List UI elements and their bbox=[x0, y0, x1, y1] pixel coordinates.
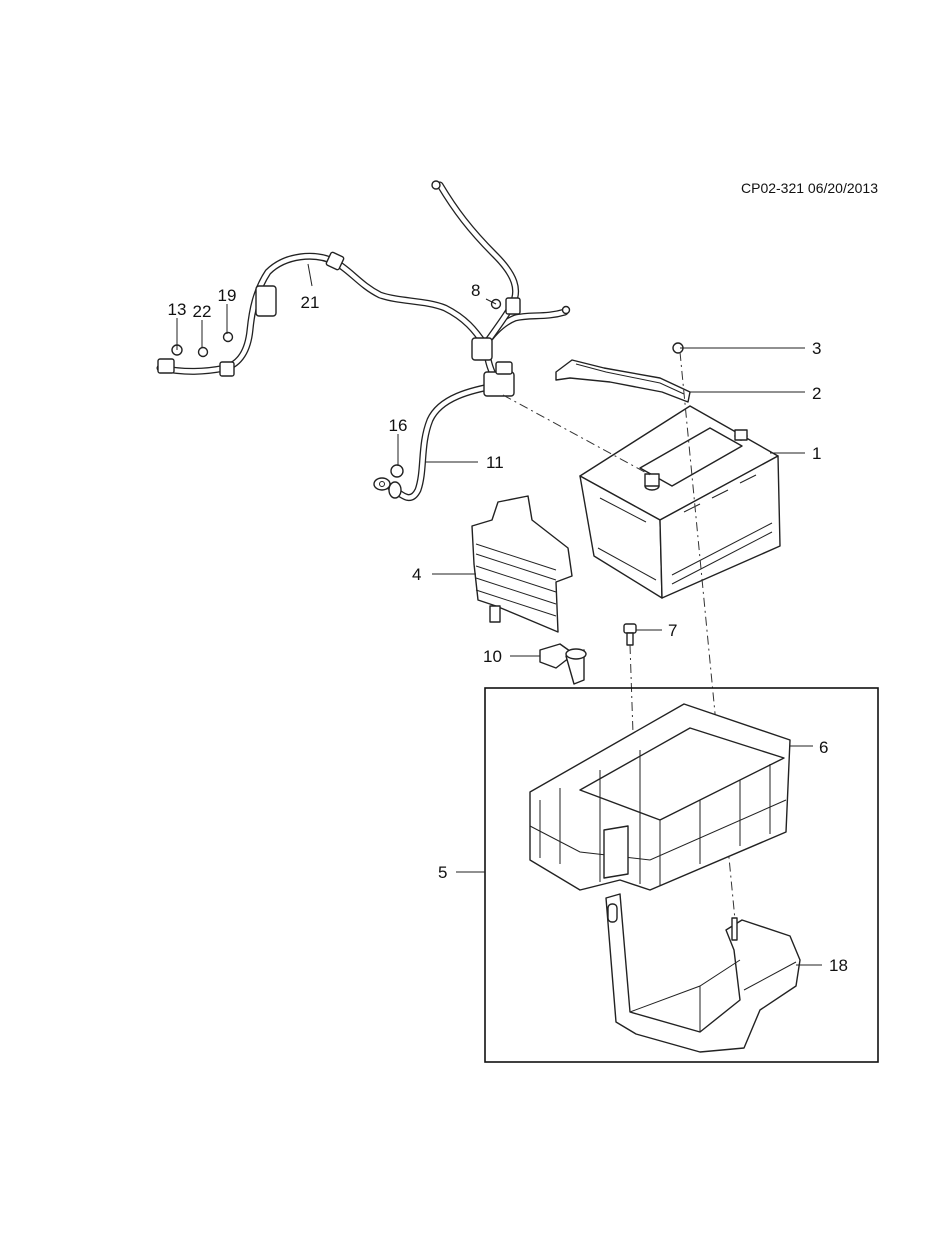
callout-5: 5 bbox=[438, 863, 447, 882]
part-7-bolt bbox=[623, 623, 637, 646]
part-19-clip bbox=[222, 331, 234, 343]
callout-11: 11 bbox=[486, 453, 504, 472]
part-4-heat-shield bbox=[471, 495, 573, 633]
callout-4: 4 bbox=[412, 565, 421, 584]
callout-1: 1 bbox=[812, 444, 821, 463]
callout-7: 7 bbox=[668, 621, 677, 640]
part-21-cable-harness bbox=[156, 180, 571, 386]
part-6-battery-tray bbox=[529, 703, 791, 891]
callout-10: 10 bbox=[483, 647, 502, 666]
part-22-clip bbox=[197, 346, 209, 358]
callout-6: 6 bbox=[819, 738, 828, 757]
leader-lines bbox=[176, 263, 822, 966]
assembly-line-cable bbox=[502, 394, 653, 477]
callout-19: 19 bbox=[218, 286, 237, 305]
part-2-hold-down-clamp bbox=[555, 359, 691, 403]
assembly-frame bbox=[484, 687, 879, 1063]
callout-18: 18 bbox=[829, 956, 848, 975]
callout-16: 16 bbox=[389, 416, 408, 435]
part-10-battery-sensor bbox=[539, 643, 587, 685]
callout-21: 21 bbox=[301, 293, 320, 312]
callout-2: 2 bbox=[812, 384, 821, 403]
part-16-nut bbox=[390, 464, 404, 478]
callout-3: 3 bbox=[812, 339, 821, 358]
drawing-code: CP02-321 06/20/2013 bbox=[741, 180, 878, 196]
part-18-tray-bracket bbox=[605, 893, 801, 1053]
callout-22: 22 bbox=[193, 302, 212, 321]
part-1-battery bbox=[579, 405, 781, 599]
callout-13: 13 bbox=[168, 300, 187, 319]
part-11-ground-cable bbox=[373, 361, 515, 501]
callout-8: 8 bbox=[471, 281, 480, 300]
